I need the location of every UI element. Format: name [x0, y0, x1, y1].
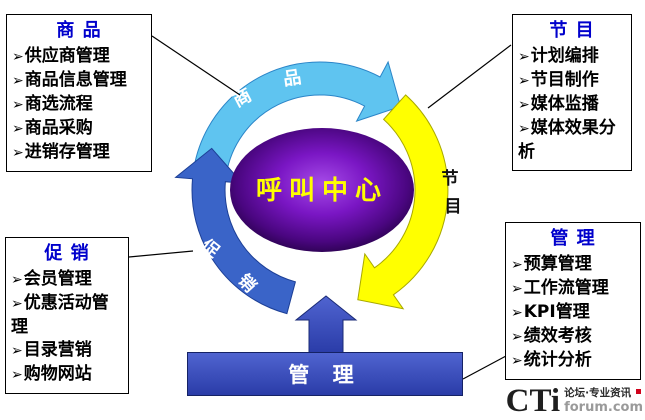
management-bar-label: 管 理 [288, 363, 362, 387]
bullet-arrow-icon: ➢ [511, 353, 523, 369]
bullet-arrow-icon: ➢ [12, 121, 24, 137]
products-panel-title: 商 品 [56, 20, 102, 41]
products-cycle-arrow [193, 60, 402, 175]
bullet-arrow-icon: ➢ [12, 49, 24, 65]
list-item-label: 进销存管理 [24, 142, 110, 162]
list-item: ➢优惠活动管理 [11, 292, 123, 339]
management-bar: 管 理 [187, 352, 463, 396]
cti-logo-text: CTi [505, 383, 561, 419]
connector-products [151, 35, 241, 96]
list-item-label: 计划编排 [530, 46, 599, 66]
bullet-arrow-icon: ➢ [11, 343, 23, 359]
list-item: ➢会员管理 [11, 268, 123, 292]
bullet-arrow-icon: ➢ [11, 367, 23, 383]
bullet-arrow-icon: ➢ [12, 73, 24, 89]
list-item-label: 节目制作 [530, 70, 599, 90]
promotion-cycle-arrow [174, 147, 297, 315]
list-item: ➢商品信息管理 [12, 69, 146, 93]
list-item: ➢目录营销 [11, 339, 123, 363]
logo-text-column: 论坛·专业资讯 forum.com [564, 387, 643, 415]
list-item: ➢KPI管理 [511, 301, 635, 325]
bullet-arrow-icon: ➢ [12, 97, 24, 113]
list-item-label: 商选流程 [24, 94, 93, 114]
bullet-arrow-icon: ➢ [12, 145, 24, 161]
bullet-arrow-icon: ➢ [518, 73, 530, 89]
logo-domain: forum.com [564, 400, 643, 415]
list-item: ➢工作流管理 [511, 277, 635, 301]
bullet-arrow-icon: ➢ [518, 121, 530, 137]
list-item: ➢预算管理 [511, 253, 635, 277]
promotion-panel: 促 销 ➢会员管理 ➢优惠活动管理 ➢目录营销 ➢购物网站 [5, 237, 129, 394]
list-item: ➢绩效考核 [511, 325, 635, 349]
list-item-label: KPI管理 [523, 302, 590, 322]
bullet-arrow-icon: ➢ [511, 281, 523, 297]
programs-panel: 节 目 ➢计划编排 ➢节目制作 ➢媒体监播 ➢媒体效果分析 [512, 14, 632, 171]
list-item: ➢商品采购 [12, 117, 146, 141]
list-item-label: 商品采购 [24, 118, 93, 138]
products-panel: 商 品 ➢供应商管理 ➢商品信息管理 ➢商选流程 ➢商品采购 ➢进销存管理 [6, 14, 152, 172]
list-item: ➢统计分析 [511, 349, 635, 373]
programs-panel-title: 节 目 [549, 20, 595, 41]
list-item-label: 购物网站 [23, 364, 92, 384]
connector-promotion [128, 250, 194, 258]
list-item-label: 会员管理 [23, 269, 92, 289]
list-item-label: 目录营销 [23, 340, 92, 360]
management-panel-title: 管 理 [550, 228, 596, 249]
bullet-arrow-icon: ➢ [511, 305, 523, 321]
management-up-arrow [294, 295, 358, 354]
logo-tagline: 论坛·专业资讯 [564, 387, 632, 399]
list-item-label: 商品信息管理 [24, 70, 127, 90]
list-item: ➢节目制作 [518, 69, 626, 93]
list-item: ➢供应商管理 [12, 45, 146, 69]
programs-cycle-arrow [357, 94, 449, 310]
bullet-arrow-icon: ➢ [511, 257, 523, 273]
bullet-arrow-icon: ➢ [11, 272, 23, 288]
call-center-label: 呼叫中心 [256, 176, 388, 206]
cycle-label-programs-char2: 目 [445, 197, 462, 217]
cycle-label-programs-char1: 节 [442, 168, 459, 189]
management-panel: 管 理 ➢预算管理 ➢工作流管理 ➢KPI管理 ➢绩效考核 ➢统计分析 [505, 222, 641, 380]
list-item-label: 工作流管理 [523, 278, 609, 298]
list-item-label: 统计分析 [523, 350, 592, 370]
list-item-label: 优惠活动管理 [11, 293, 109, 337]
list-item: ➢媒体监播 [518, 93, 626, 117]
promotion-panel-title: 促 销 [44, 243, 90, 264]
cti-forum-logo: CTi 论坛·专业资讯 forum.com [506, 384, 643, 418]
bullet-arrow-icon: ➢ [11, 296, 23, 312]
list-item-label: 预算管理 [523, 254, 592, 274]
list-item-label: 供应商管理 [24, 46, 110, 66]
list-item-label: 媒体效果分析 [518, 118, 616, 162]
list-item: ➢媒体效果分析 [518, 117, 626, 164]
cycle-label-products-char2: 品 [282, 67, 303, 90]
list-item: ➢计划编排 [518, 45, 626, 69]
logo-red-dot-icon [636, 389, 641, 394]
list-item: ➢购物网站 [11, 363, 123, 387]
list-item: ➢进销存管理 [12, 141, 146, 165]
connector-management [462, 355, 507, 380]
bullet-arrow-icon: ➢ [511, 329, 523, 345]
connector-programs [427, 44, 512, 109]
list-item-label: 媒体监播 [530, 94, 599, 114]
call-center-ellipse [230, 128, 414, 252]
bullet-arrow-icon: ➢ [518, 49, 530, 65]
list-item: ➢商选流程 [12, 93, 146, 117]
list-item-label: 绩效考核 [523, 326, 592, 346]
bullet-arrow-icon: ➢ [518, 97, 530, 113]
